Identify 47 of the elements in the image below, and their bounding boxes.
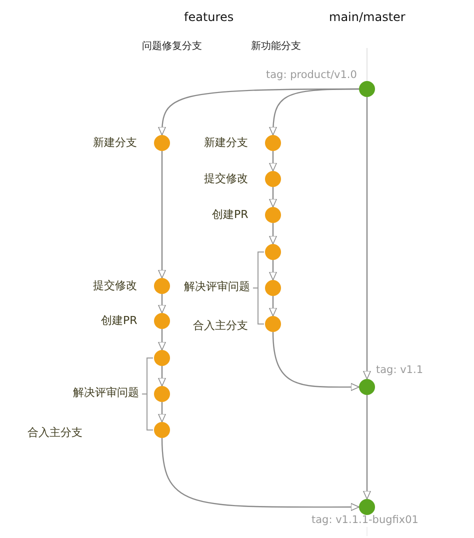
arrow — [269, 223, 277, 244]
commit-circle — [154, 422, 170, 438]
arrow — [363, 395, 371, 500]
arrow — [269, 260, 277, 280]
tag-label: tag: product/v1.0 — [266, 68, 357, 82]
commit-circle — [154, 313, 170, 329]
step-label: 新建分支 — [93, 136, 137, 150]
commit-circle — [265, 244, 281, 260]
release-commit-circle — [359, 499, 375, 515]
commit-circle — [154, 386, 170, 402]
release-commit-circle — [359, 81, 375, 97]
step-label: 合入主分支 — [28, 426, 82, 440]
step-label: 提交修改 — [93, 279, 137, 293]
commit-circle — [265, 316, 281, 332]
release-commit-circle — [359, 379, 375, 395]
arrow — [269, 296, 277, 316]
arrow — [272, 332, 360, 392]
arrow — [158, 329, 166, 350]
step-label: 创建PR — [212, 208, 248, 222]
commit-circle — [154, 350, 170, 366]
arrow — [158, 402, 166, 422]
arrow — [269, 151, 277, 172]
step-label: 提交修改 — [204, 172, 248, 186]
arrow — [158, 366, 166, 386]
tag-label: tag: v1.1 — [376, 363, 424, 377]
commit-circle — [154, 278, 170, 294]
step-label: 创建PR — [101, 314, 138, 328]
arrow — [269, 187, 277, 208]
step-label: 合入主分支 — [193, 319, 248, 333]
commit-circle — [154, 135, 170, 151]
commit-circle — [265, 135, 281, 151]
bracket-label: 解决评审问题 — [73, 386, 139, 400]
arrow — [269, 88, 359, 136]
bracket-label: 解决评审问题 — [184, 280, 250, 294]
commit-circle — [265, 171, 281, 187]
arrow — [158, 151, 166, 278]
commit-circle — [265, 280, 281, 296]
branch-subheading: 问题修复分支 — [142, 40, 202, 54]
branch-heading: main/master — [329, 10, 406, 24]
commit-circle — [265, 207, 281, 223]
arrow — [161, 438, 360, 511]
arrow — [363, 97, 371, 380]
step-label: 新建分支 — [204, 136, 248, 150]
arrow — [158, 294, 166, 314]
tag-label: tag: v1.1.1-bugfix01 — [312, 513, 418, 527]
branch-heading: features — [184, 10, 234, 24]
branch-subheading: 新功能分支 — [251, 40, 301, 54]
